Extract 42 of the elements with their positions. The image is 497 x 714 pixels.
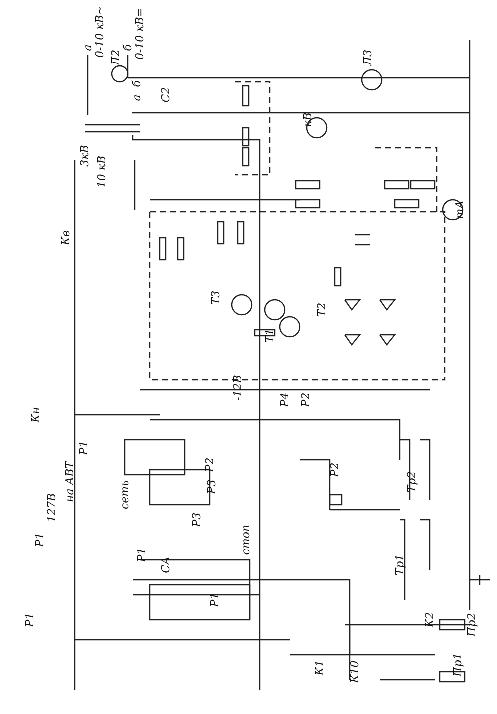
component-label: Р2 [328, 462, 342, 478]
component-label: Кн [30, 407, 42, 423]
component-label: Р3 [206, 480, 218, 494]
component-label: Р2 [204, 458, 216, 472]
component-label: 3кВ [78, 145, 92, 167]
component-label: а [82, 44, 94, 52]
component-label: Р1 [78, 440, 90, 456]
component-label: а [130, 94, 144, 102]
component-label: Р1 [208, 592, 222, 608]
component-label: -12В [232, 375, 244, 401]
component-label: 127В [46, 493, 58, 523]
component-label: Т2 [316, 302, 328, 318]
component-label: стоп [240, 524, 252, 556]
component-label: Тр1 [394, 554, 406, 576]
component-label: Л3 [362, 50, 374, 66]
component-label: Кв [60, 230, 72, 246]
component-label: С2 [160, 87, 172, 103]
component-label: mA [454, 200, 466, 220]
component-label: К2 [424, 612, 436, 628]
component-label: Р3 [190, 512, 204, 528]
component-label: Р1 [136, 548, 148, 562]
component-label: на АВТ [64, 461, 76, 503]
component-label: кВ [302, 112, 314, 128]
component-label: Т1 [264, 328, 276, 344]
component-label: СА [160, 556, 172, 574]
component-label: Р1 [24, 612, 36, 628]
component-label: Р1 [34, 532, 46, 548]
component-label: б [130, 80, 144, 88]
component-label: Пр2 [466, 613, 478, 637]
component-label: б [122, 44, 134, 52]
component-label: Л2 [110, 50, 122, 66]
component-label: 0-10 кВ~ [94, 6, 106, 58]
component-label: Т3 [210, 290, 222, 306]
component-label: Тр2 [406, 471, 418, 493]
component-label: 0-10 кВ= [134, 8, 146, 60]
component-label: 10 кВ [96, 156, 108, 188]
component-label: Пр1 [452, 653, 464, 677]
component-label: сеть [118, 480, 132, 510]
component-label: Р2 [300, 392, 312, 408]
component-label: Р4 [278, 392, 292, 408]
component-label: К1 [314, 660, 326, 676]
component-label: К10 [348, 660, 362, 684]
